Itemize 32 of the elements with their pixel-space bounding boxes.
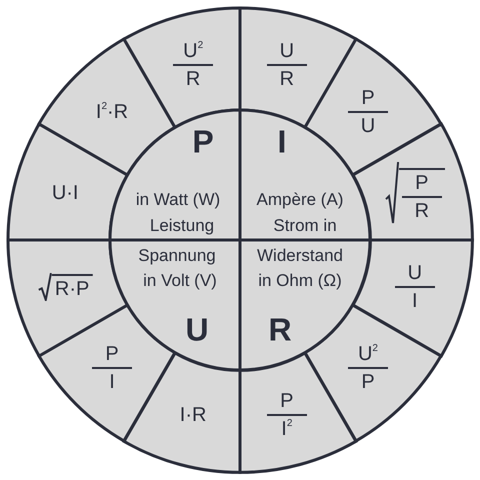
- numerator: P: [280, 390, 294, 412]
- unit-text: Ampère (A): [256, 190, 344, 210]
- quantity-name: Widerstand: [257, 246, 343, 266]
- denominator: I$^{2}$: [281, 418, 292, 440]
- numerator: U$^{2}$: [183, 40, 204, 62]
- quantity-symbol: R: [268, 312, 292, 348]
- quantity-name: Leistung: [150, 216, 214, 236]
- denominator: R: [280, 68, 294, 90]
- quantity-symbol: U: [185, 312, 209, 348]
- numerator: P: [105, 342, 119, 365]
- quantity-symbol: I: [278, 124, 286, 160]
- formula-text: I$^{2}$·R: [96, 101, 128, 123]
- unit-text: in Volt (V): [143, 271, 217, 291]
- denominator: U: [360, 115, 376, 137]
- numerator: P: [361, 87, 375, 109]
- formula-text: R·P: [52, 274, 92, 300]
- unit-text: in Watt (W): [136, 190, 220, 210]
- unit-text: in Ohm (Ω): [258, 271, 342, 291]
- denominator: P: [361, 370, 375, 393]
- quantity-name: Spannung: [138, 246, 216, 266]
- numerator: U$^{2}$: [358, 342, 378, 365]
- numerator: P: [415, 172, 428, 194]
- formula-text: I·R: [180, 404, 206, 426]
- formula-text: U·I: [52, 182, 78, 204]
- denominator: I: [412, 290, 418, 312]
- denominator: R: [414, 200, 430, 222]
- quantity-symbol: P: [192, 124, 214, 160]
- denominator: R: [186, 68, 200, 90]
- denominator: I: [109, 370, 115, 393]
- quantity-name: Strom in: [273, 216, 337, 236]
- numerator: U: [408, 262, 422, 284]
- numerator: U: [280, 40, 294, 62]
